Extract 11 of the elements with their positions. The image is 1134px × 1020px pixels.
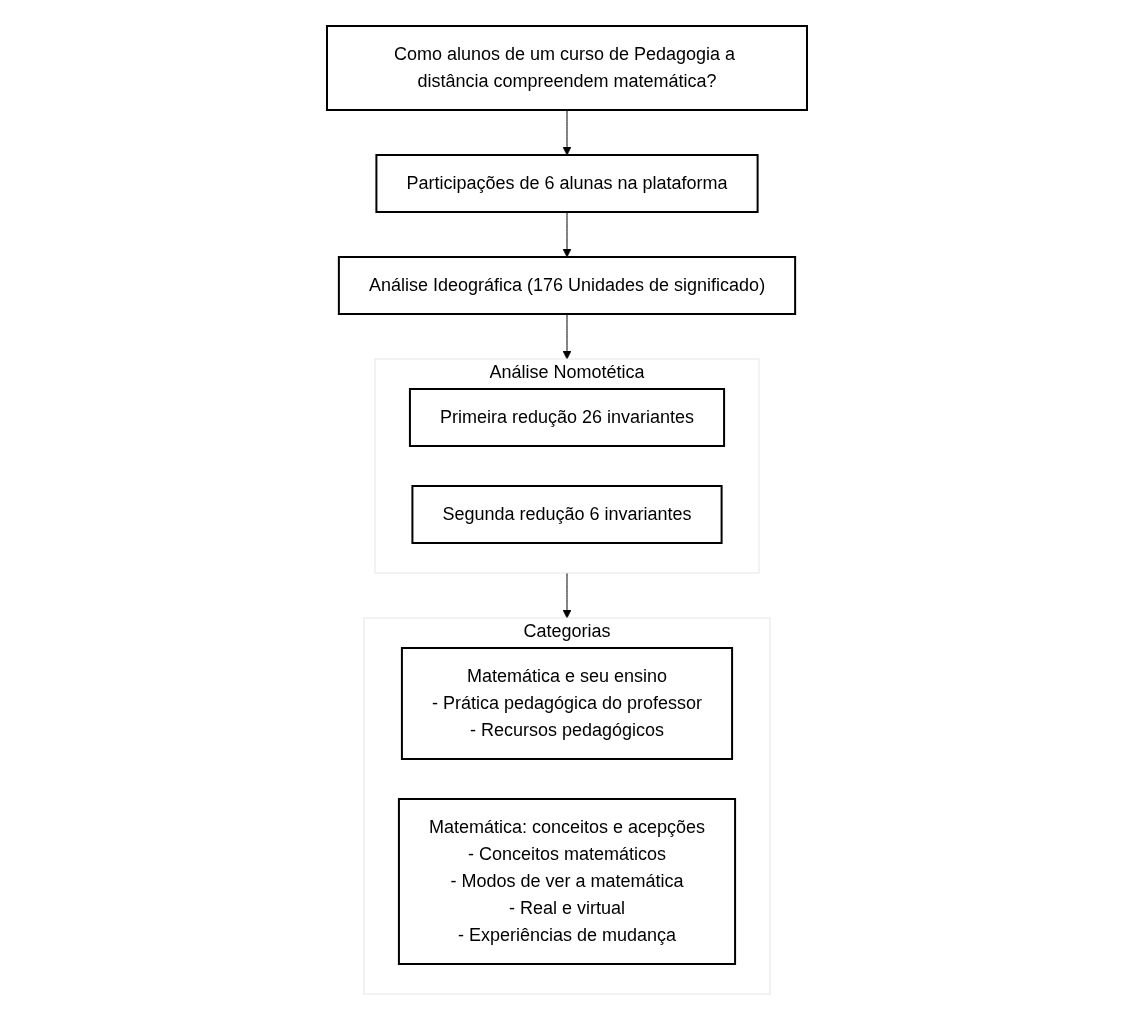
node-box: Participações de 6 alunas na plataforma (375, 154, 759, 213)
node-box: Análise Ideográfica (176 Unidades de significado) (337, 256, 797, 315)
arrow (562, 572, 572, 619)
node-box: Matemática: conceitos e acepções - Conceitos matemáticos - Modos de ver a matemática - Real e virtual - Experiências de mudança (397, 798, 737, 965)
node-box: Matemática e seu ensino - Prática pedagógica do professor - Recursos pedagógicos (400, 647, 734, 760)
node-box: Segunda redução 6 invariantes (411, 485, 723, 544)
arrow (562, 211, 572, 258)
arrow (562, 109, 572, 156)
node-box: Como alunos de um curso de Pedagogia a distância compreendem matemática? (326, 25, 808, 111)
arrow (562, 313, 572, 360)
node-box: Primeira redução 26 invariantes (408, 388, 726, 447)
